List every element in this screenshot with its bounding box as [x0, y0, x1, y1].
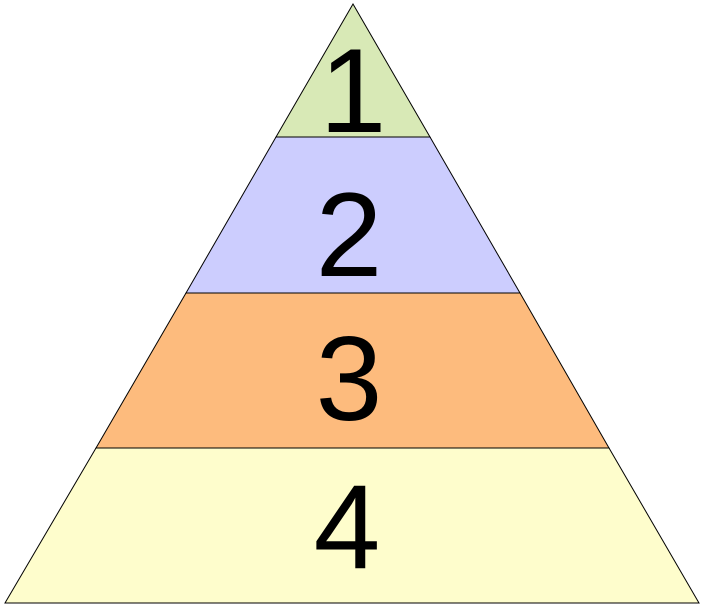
tier-4-shape: [4, 447, 700, 604]
pyramid-tier-3: 3: [95, 292, 610, 449]
tier-4-label: 4: [314, 460, 381, 594]
pyramid-tier-4: 4: [4, 447, 700, 604]
pyramid-tier-2: 2: [185, 136, 521, 302]
tier-1-label: 1: [320, 24, 387, 158]
pyramid-tier-1: 1: [275, 3, 431, 158]
tier-2-label: 2: [316, 168, 383, 302]
tier-3-label: 3: [316, 312, 383, 446]
